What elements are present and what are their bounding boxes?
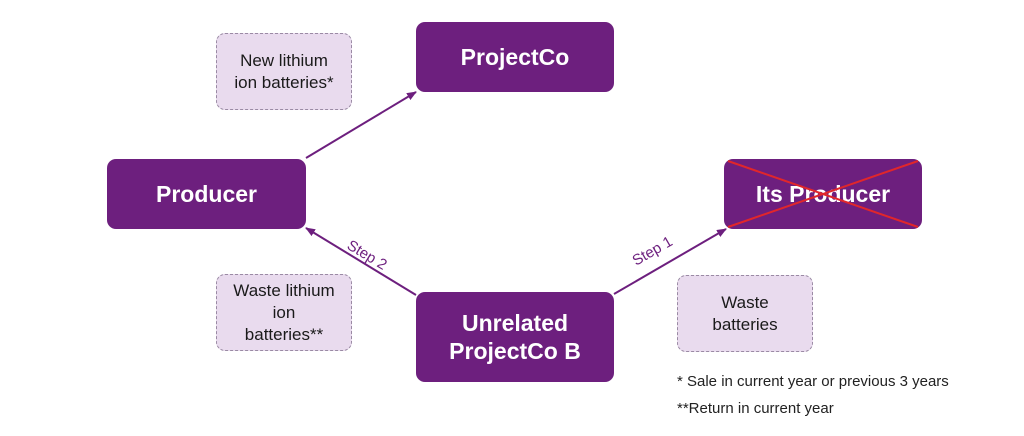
unrelated-projectco-b-node: Unrelated ProjectCo B [416,292,614,382]
note-waste-lithium-batteries: Waste lithium ion batteries** [216,274,352,351]
note-new-line1: New lithium [240,50,328,70]
step-1-label: Step 1 [630,233,676,269]
note-waste-batteries-line1: Waste [721,292,769,312]
note-waste-line1: Waste lithium [233,280,335,300]
step-2-label: Step 2 [344,237,390,274]
its-producer-node: Its Producer [724,159,922,229]
note-new-lithium-batteries: New lithium ion batteries* [216,33,352,110]
note-waste-line2: ion [272,302,296,322]
unrelated-label-line1: Unrelated [461,310,569,336]
note-waste-line3: batteries** [244,324,324,344]
arrow-unrelated-to-producer [305,227,417,296]
producer-node: Producer [107,159,306,229]
footnote-sale: * Sale in current year or previous 3 yea… [677,373,949,390]
red-x-cross-icon [727,160,919,228]
producer-label: Producer [156,181,257,207]
note-waste-batteries-line2: batteries [712,314,778,334]
note-new-line2: ion batteries* [234,72,334,92]
footnote-return: **Return in current year [677,400,834,417]
arrow-unrelated-to-its-producer [613,228,727,295]
arrow-producer-to-projectco [305,91,417,159]
projectco-label: ProjectCo [460,44,570,70]
unrelated-label-line2: ProjectCo B [449,338,581,364]
projectco-node: ProjectCo [416,22,614,92]
note-waste-batteries: Waste batteries [677,275,813,352]
